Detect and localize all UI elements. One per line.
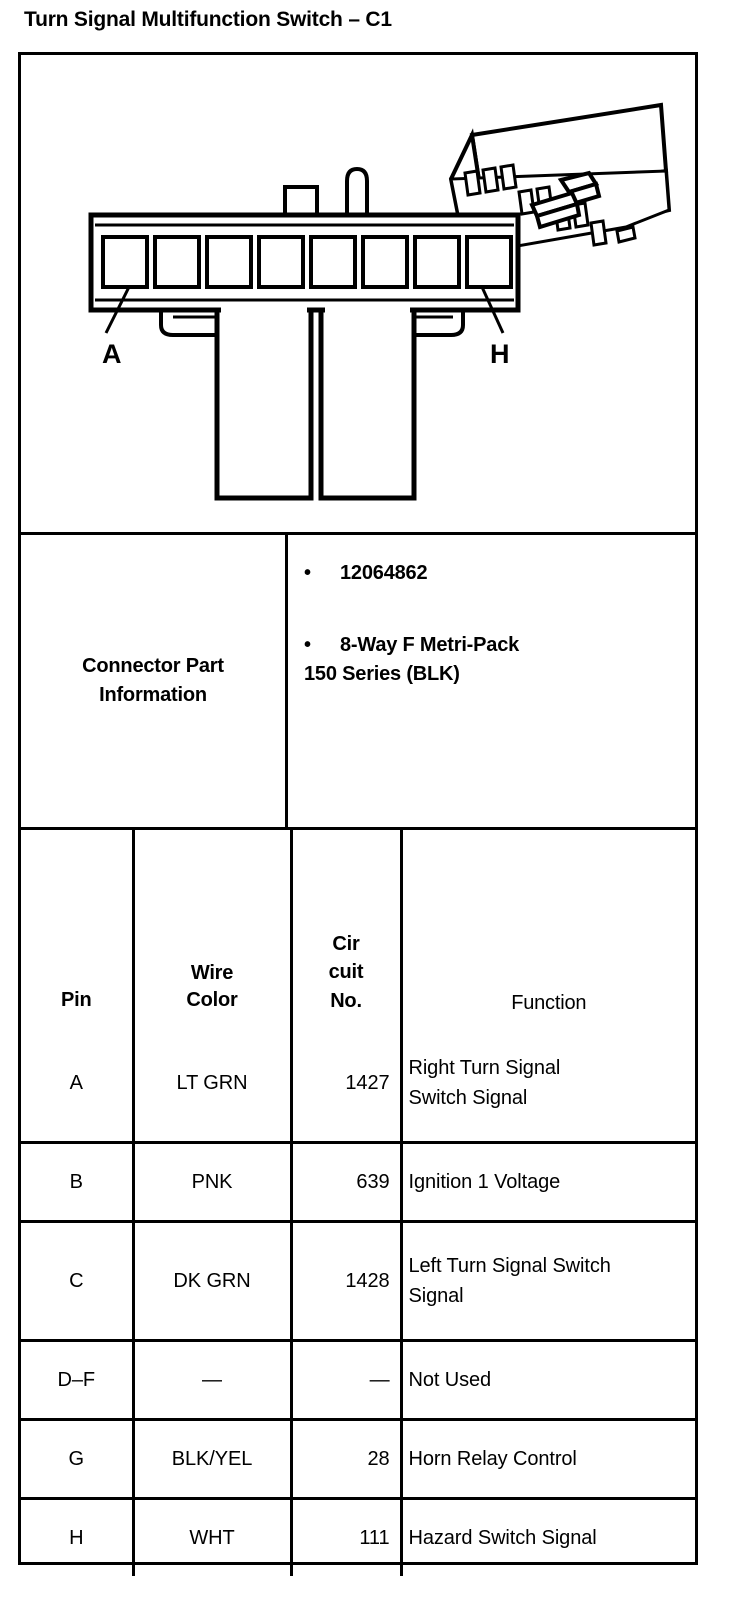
cell-circuit-no: 1427: [291, 1025, 403, 1144]
table-row: H WHT 111 Hazard Switch Signal: [21, 1498, 695, 1576]
page-title: Turn Signal Multifunction Switch – C1: [24, 8, 392, 31]
column-header-wire-color: Wire Color: [133, 830, 293, 1025]
pin-label-h: H: [490, 339, 510, 369]
cell-function: Horn Relay Control: [401, 1419, 695, 1500]
cell-function: Hazard Switch Signal: [408, 1527, 597, 1549]
cell-circuit-no: 28: [291, 1419, 403, 1500]
table-row: D–F — — Not Used: [21, 1340, 695, 1421]
cpi-connector-type-line1: 8-Way F Metri-Pack: [340, 634, 520, 657]
bullet-icon: •: [304, 562, 311, 584]
cell-pin: D–F: [21, 1340, 135, 1421]
cell-pin: C: [21, 1221, 135, 1342]
connector-part-information-values: • 12064862 • 8-Way F Metri-Pack 150 Seri…: [288, 535, 695, 827]
front-face-connector-view: [88, 166, 521, 501]
bullet-icon: •: [304, 634, 311, 657]
connector-part-information-label: Connector Part Information: [21, 535, 288, 827]
connector-drawing-svg: A H: [88, 102, 672, 501]
cell-wire-color: LT GRN: [133, 1025, 293, 1144]
cpi-part-number: 12064862: [340, 562, 428, 584]
cavity-row: [101, 235, 513, 289]
cell-circuit-no: 111: [291, 1498, 403, 1576]
column-header-function: Function: [511, 992, 587, 1014]
cell-pin: H: [21, 1498, 135, 1576]
cell-wire-color: DK GRN: [133, 1221, 293, 1342]
connector-info-frame: A H Connector Part Information • 1206486…: [18, 52, 698, 1576]
cell-pin: B: [21, 1142, 135, 1223]
table-header-row: Pin Wire Color Cir cuit No. Function: [21, 830, 695, 1025]
cell-function: Not Used: [401, 1340, 695, 1421]
table-row: A LT GRN 1427 Right Turn Signal Switch S…: [21, 1025, 695, 1144]
leader-line-pin-h: [480, 286, 505, 334]
table-row: C DK GRN 1428 Left Turn Signal Switch Si…: [21, 1221, 695, 1342]
cell-wire-color: WHT: [133, 1498, 293, 1576]
connector-part-information-row: Connector Part Information • 12064862 • …: [21, 535, 695, 830]
cell-circuit-no: 639: [291, 1142, 403, 1223]
cpi-bullet-part-number: • 12064862: [304, 559, 685, 587]
cell-function: Right Turn Signal Switch Signal: [401, 1025, 695, 1144]
cell-wire-color: PNK: [133, 1142, 293, 1223]
cpi-connector-type-line2: 150 Series (BLK): [304, 662, 460, 685]
connector-diagram-cell: A H: [21, 55, 695, 535]
leader-line-pin-a: [104, 286, 131, 334]
cell-function: Ignition 1 Voltage: [401, 1142, 695, 1223]
cpi-label-line1: Connector Part: [82, 655, 224, 677]
table-row: G BLK/YEL 28 Horn Relay Control: [21, 1419, 695, 1500]
cpi-bullet-connector-type: • 8-Way F Metri-Pack 150 Series (BLK): [304, 631, 685, 688]
table-row: B PNK 639 Ignition 1 Voltage: [21, 1142, 695, 1223]
column-header-circuit-no: Cir cuit No.: [291, 830, 403, 1025]
pin-assignment-table: Pin Wire Color Cir cuit No. Function A: [21, 830, 695, 1576]
cell-wire-color: —: [133, 1340, 293, 1421]
cpi-label-line2: Information: [99, 684, 207, 706]
cell-pin: A: [21, 1025, 135, 1144]
pin-label-a: A: [102, 339, 122, 369]
cell-pin: G: [21, 1419, 135, 1500]
cell-function: Left Turn Signal Switch Signal: [401, 1221, 695, 1342]
connector-diagram: A H: [21, 55, 695, 532]
cell-circuit-no: —: [291, 1340, 403, 1421]
cell-wire-color: BLK/YEL: [133, 1419, 293, 1500]
cell-circuit-no: 1428: [291, 1221, 403, 1342]
column-header-pin: Pin: [21, 830, 135, 1025]
